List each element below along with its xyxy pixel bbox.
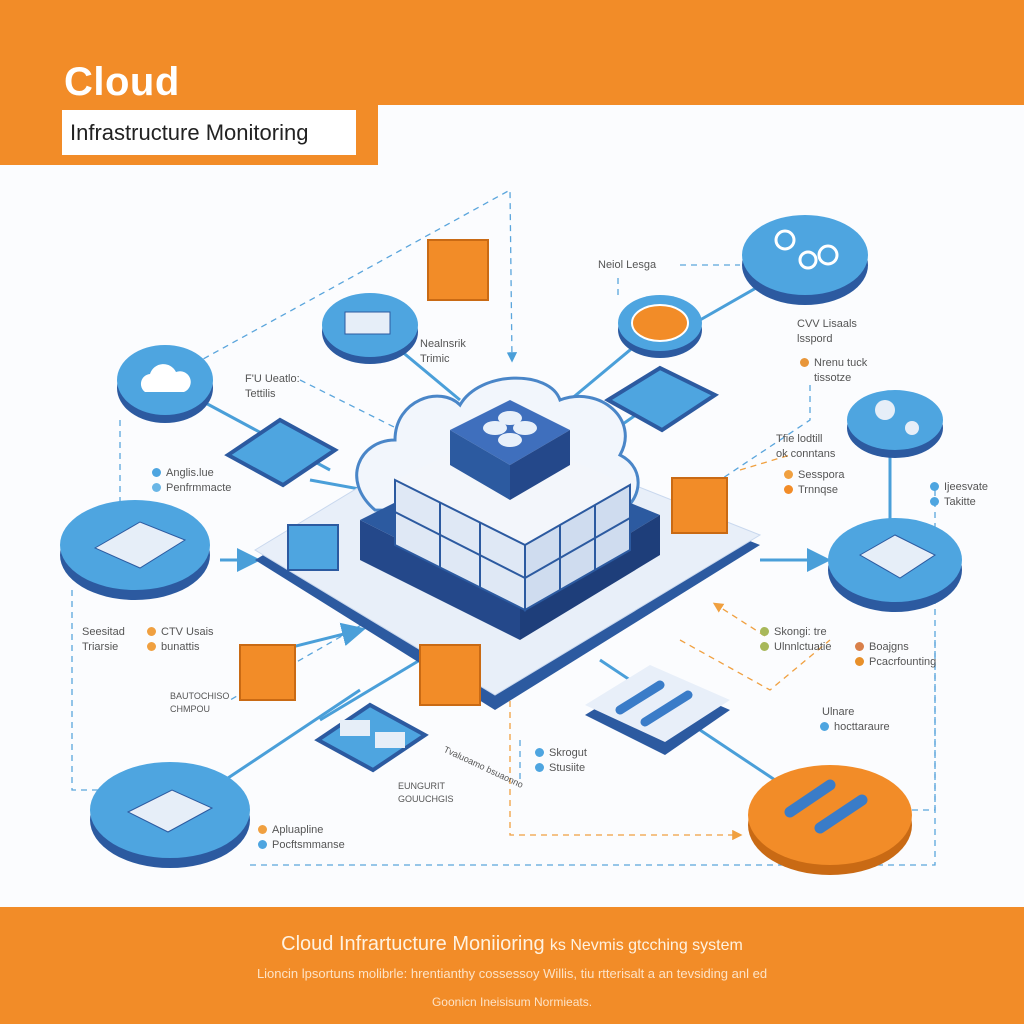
gear-icon xyxy=(774,229,839,270)
tile-network[interactable] xyxy=(604,365,720,433)
tablet-icon xyxy=(858,534,937,579)
tablet-node[interactable] xyxy=(828,518,962,612)
footer-caption: Goonicn Ineisisum Normieats. xyxy=(431,995,593,1009)
footer-description: Lioncin lpsortuns molibrle: hrentianthy … xyxy=(256,966,768,981)
footer-headline: Cloud Infrartucture Moniioring ks Nevmis… xyxy=(281,933,743,955)
label-fpu: F'U Ueatlo:Tettilis xyxy=(245,373,300,400)
orange-coin-node[interactable] xyxy=(618,295,702,358)
monitor-node[interactable] xyxy=(90,762,250,868)
footer-band: Cloud Infrartucture Moniioring ks Nevmis… xyxy=(0,907,1024,1024)
tile-storage[interactable] xyxy=(585,665,730,755)
gears-node[interactable] xyxy=(742,215,868,305)
document-icon xyxy=(126,789,214,833)
server-node[interactable] xyxy=(60,500,210,600)
page-title: Cloud xyxy=(64,60,180,104)
key-icon xyxy=(875,400,895,420)
cloud-icon xyxy=(140,364,191,392)
storage-node[interactable] xyxy=(748,765,912,875)
page-subtitle: Infrastructure Monitoring xyxy=(62,110,356,155)
laptop-icon xyxy=(344,311,391,335)
cloud-node[interactable] xyxy=(117,345,213,423)
header-band xyxy=(0,0,1024,105)
storage-bar-icon xyxy=(784,779,868,834)
tile-dashboard[interactable] xyxy=(314,702,429,773)
orange-building-icon xyxy=(239,239,728,706)
blue-building-icon xyxy=(287,524,339,571)
server-icon xyxy=(93,521,187,569)
orange-dashed-connectors xyxy=(509,454,831,841)
laptop-node[interactable] xyxy=(322,293,418,364)
key-node[interactable] xyxy=(847,390,943,458)
central-server-stack xyxy=(360,400,660,640)
tile-analytics[interactable] xyxy=(224,417,339,488)
label-neiol-lesga: Neiol Lesga xyxy=(598,259,657,271)
